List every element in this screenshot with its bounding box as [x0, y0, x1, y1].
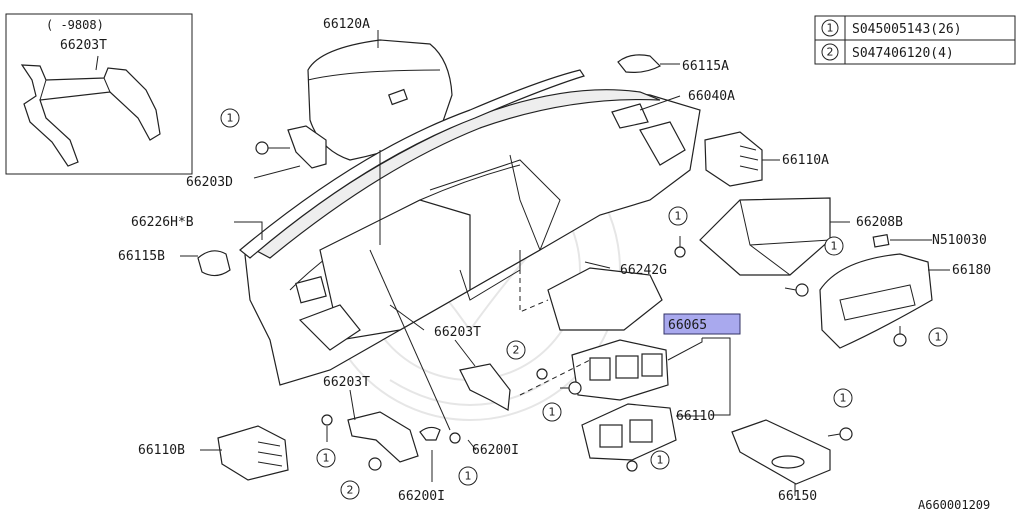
legend-code-2: S047406120(4): [852, 46, 954, 61]
inset-part-label: 66203T: [60, 38, 107, 53]
legend-key-1: 1: [827, 22, 834, 35]
marker-8: 1: [323, 452, 330, 465]
label-N510030: N510030: [932, 233, 987, 248]
marker-1: 1: [227, 112, 234, 125]
label-66203T-lower: 66203T: [323, 375, 370, 390]
cluster-cover-66180: [819, 253, 933, 349]
callout-markers: 1 1 1 2 1 1 1 1 1 1 2 1: [220, 108, 948, 500]
clip-N510030: [872, 233, 890, 248]
label-66208B: 66208B: [856, 215, 903, 230]
drawing-id: A660001209: [918, 498, 990, 512]
marker-9: 1: [465, 470, 472, 483]
bracket-66203D: [255, 125, 327, 169]
marker-7: 1: [840, 392, 847, 405]
leader-lines: [180, 30, 950, 496]
legend-key-2: 2: [827, 46, 834, 59]
legend-table: 1 2 S045005143(26) S047406120(4): [814, 15, 1016, 65]
label-66120A: 66120A: [323, 17, 370, 32]
part-66150: [731, 419, 831, 485]
center-panel-66065: [519, 260, 669, 401]
upper-pad-66120A: [307, 39, 453, 161]
label-66203T-upper: 66203T: [434, 325, 481, 340]
bracket-66203T-left: [347, 411, 419, 463]
label-66110B: 66110B: [138, 443, 185, 458]
label-66180: 66180: [952, 263, 991, 278]
vent-66110B: [217, 425, 289, 481]
vent-66110A: [704, 131, 763, 187]
label-66065: 66065: [668, 318, 707, 333]
marker-6: 1: [549, 406, 556, 419]
label-66115A: 66115A: [682, 59, 729, 74]
marker-2: 1: [675, 210, 682, 223]
label-66200I-bottom: 66200I: [398, 489, 445, 504]
vent-66115B: [197, 250, 231, 277]
label-66200I-right: 66200I: [472, 443, 519, 458]
label-66110: 66110: [676, 409, 715, 424]
marker-4: 2: [513, 344, 520, 357]
vent-66115A: [617, 54, 661, 73]
marker-11: 2: [347, 484, 354, 497]
inset-date-range: ( -9808): [46, 18, 104, 32]
label-66040A: 66040A: [688, 89, 735, 104]
part-labels: 66120A 66115A 66040A 66110A 66203D 66226…: [118, 17, 991, 512]
vent-assembly-66110: [581, 403, 677, 461]
marker-10: 1: [657, 454, 664, 467]
label-66110A: 66110A: [782, 153, 829, 168]
label-66226HB: 66226H*B: [131, 215, 194, 230]
fasteners: [321, 236, 907, 472]
marker-5: 1: [935, 331, 942, 344]
inset-box: ( -9808) 66203T: [5, 13, 193, 175]
glovebox-66208B: [699, 197, 831, 276]
label-66242G: 66242G: [620, 263, 667, 278]
marker-3: 1: [831, 240, 838, 253]
bracket-66203T-right: [459, 363, 511, 411]
label-66150: 66150: [778, 489, 817, 504]
label-66115B: 66115B: [118, 249, 165, 264]
defroster-rail-66226HB: [239, 69, 585, 259]
bracket-66200I: [419, 426, 441, 441]
highlighted-part-box[interactable]: [663, 313, 741, 335]
label-66203D: 66203D: [186, 175, 233, 190]
legend-code-1: S045005143(26): [852, 22, 962, 37]
